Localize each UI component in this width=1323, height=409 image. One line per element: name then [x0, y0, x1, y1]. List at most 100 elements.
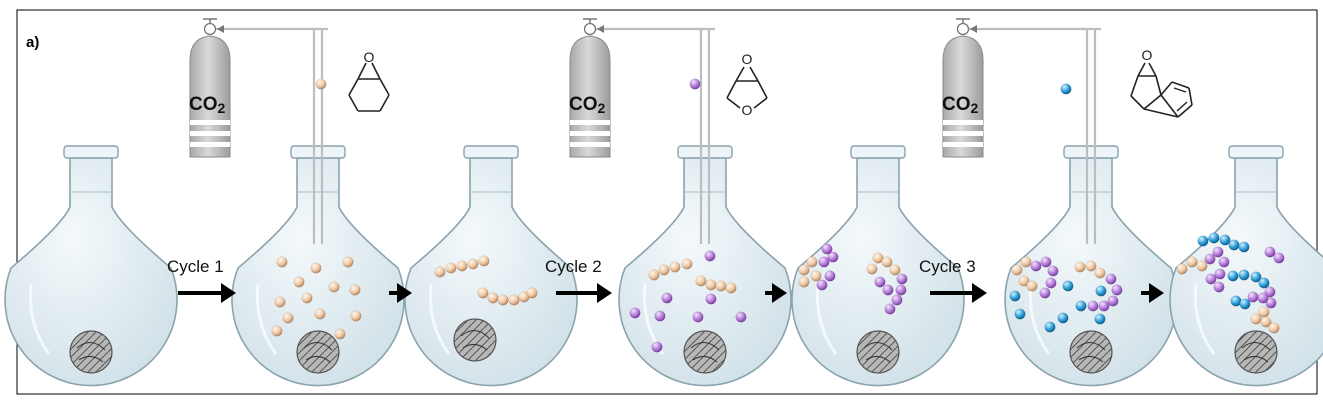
transfer-arrow-2-head: [772, 283, 787, 303]
free-monomer-bead: [629, 307, 641, 319]
catalyst-network: [1076, 342, 1106, 363]
polymer-bead: [1205, 273, 1217, 285]
polymer-bead: [821, 243, 833, 255]
bond: [371, 62, 381, 80]
catalyst-network: [1241, 342, 1271, 363]
polymer-bead: [1047, 265, 1059, 277]
co2-cylinder-3: CO2: [942, 18, 1101, 244]
polymer-bead: [1045, 277, 1057, 289]
free-monomer-bead: [349, 284, 361, 296]
flask-rim: [1228, 145, 1284, 159]
polymer-bead: [1074, 261, 1086, 273]
polymer-bead: [1018, 275, 1030, 287]
catalyst-disc: [296, 330, 340, 374]
co2-label: CO2: [942, 94, 979, 116]
polymer-bead: [478, 255, 490, 267]
polymer-bead: [1214, 268, 1226, 280]
polymer-bead: [681, 258, 693, 270]
polymer-bead: [1228, 239, 1240, 251]
co2-label-main: CO: [942, 94, 971, 115]
cylinder-band: [943, 142, 983, 147]
bond: [749, 66, 759, 82]
free-monomer-bead: [315, 78, 327, 90]
polymer-bead: [1026, 280, 1038, 292]
polymer-bead: [810, 270, 822, 282]
polymer-bead: [1011, 264, 1023, 276]
polymer-bead: [1264, 246, 1276, 258]
valve-knob-icon: [956, 22, 970, 36]
aromatic-double-bonds: [1173, 87, 1188, 112]
free-monomer-bead: [1060, 83, 1072, 95]
catalyst-network: [690, 342, 720, 363]
free-monomer-bead: [328, 281, 340, 293]
free-monomer-bead: [342, 256, 354, 268]
polymer-bead: [1030, 260, 1042, 272]
free-monomer-bead: [334, 328, 346, 340]
catalyst-disc: [453, 318, 497, 362]
bond: [1171, 81, 1190, 89]
polymer-bead: [1111, 284, 1123, 296]
indene-oxide-structure: O: [1130, 47, 1193, 118]
flask-highlight: [1193, 283, 1216, 355]
flask-rim: [850, 145, 906, 159]
cylinder-band: [570, 120, 610, 125]
polymer-bead: [1265, 297, 1277, 309]
flask-rim: [290, 145, 346, 159]
polymer-bead: [1260, 316, 1272, 328]
bond: [1130, 95, 1145, 110]
cycle-label-3: Cycle 3: [919, 257, 976, 276]
free-monomer-bead: [689, 78, 701, 90]
polymer-bead: [1212, 246, 1224, 258]
co2-label-subscript: 2: [598, 100, 606, 116]
co2-label-subscript: 2: [218, 100, 226, 116]
free-monomer-bead: [1044, 321, 1056, 333]
cycle-1-arrow-head: [221, 283, 236, 303]
polymer-bead: [1218, 256, 1230, 268]
polymer-bead: [872, 252, 884, 264]
bond: [1130, 75, 1139, 97]
polymer-bead: [477, 287, 489, 299]
cycle-label-1: Cycle 1: [167, 257, 224, 276]
polymer-bead: [658, 264, 670, 276]
oxygen-atom: O: [742, 102, 753, 118]
polymer-bead: [434, 266, 446, 278]
polymer-bead: [1250, 313, 1262, 325]
polymer-bead: [705, 279, 717, 291]
free-monomer-bead: [310, 262, 322, 274]
flask-3: [404, 145, 578, 387]
cylinder-band: [190, 131, 230, 136]
polymer-bead: [1247, 291, 1259, 303]
polymer-bead: [715, 280, 727, 292]
polymer-bead: [508, 294, 520, 306]
polymer-bead: [669, 261, 681, 273]
free-monomer-bead: [735, 311, 747, 323]
free-monomer-bead: [1094, 313, 1106, 325]
polymer-bead: [1238, 241, 1250, 253]
polymer-bead: [1020, 256, 1032, 268]
bond: [1143, 94, 1162, 110]
catalyst-network: [460, 330, 490, 351]
polymer-bead: [648, 269, 660, 281]
polymer-bead: [725, 282, 737, 294]
bond: [1177, 104, 1193, 118]
polymer-bead: [881, 256, 893, 268]
flask-highlight: [428, 283, 451, 355]
cylinder-body: [569, 35, 611, 158]
polymer-bead: [1107, 295, 1119, 307]
free-monomer-bead: [1009, 290, 1021, 302]
transfer-arrow-3-head: [1149, 283, 1164, 303]
polymer-bead: [1196, 260, 1208, 272]
polymer-bead: [445, 262, 457, 274]
free-monomer-bead: [271, 325, 283, 337]
free-monomer-bead: [1062, 280, 1074, 292]
catalyst-disc: [1069, 330, 1113, 374]
free-monomer-bead: [661, 292, 673, 304]
polymer-bead: [891, 294, 903, 306]
cylinder-band: [943, 120, 983, 125]
polymer-bead: [1105, 273, 1117, 285]
polymer-bead: [526, 287, 538, 299]
free-monomer-bead: [654, 310, 666, 322]
polymer-bead: [487, 292, 499, 304]
bond: [1143, 108, 1179, 118]
bond: [348, 94, 359, 112]
